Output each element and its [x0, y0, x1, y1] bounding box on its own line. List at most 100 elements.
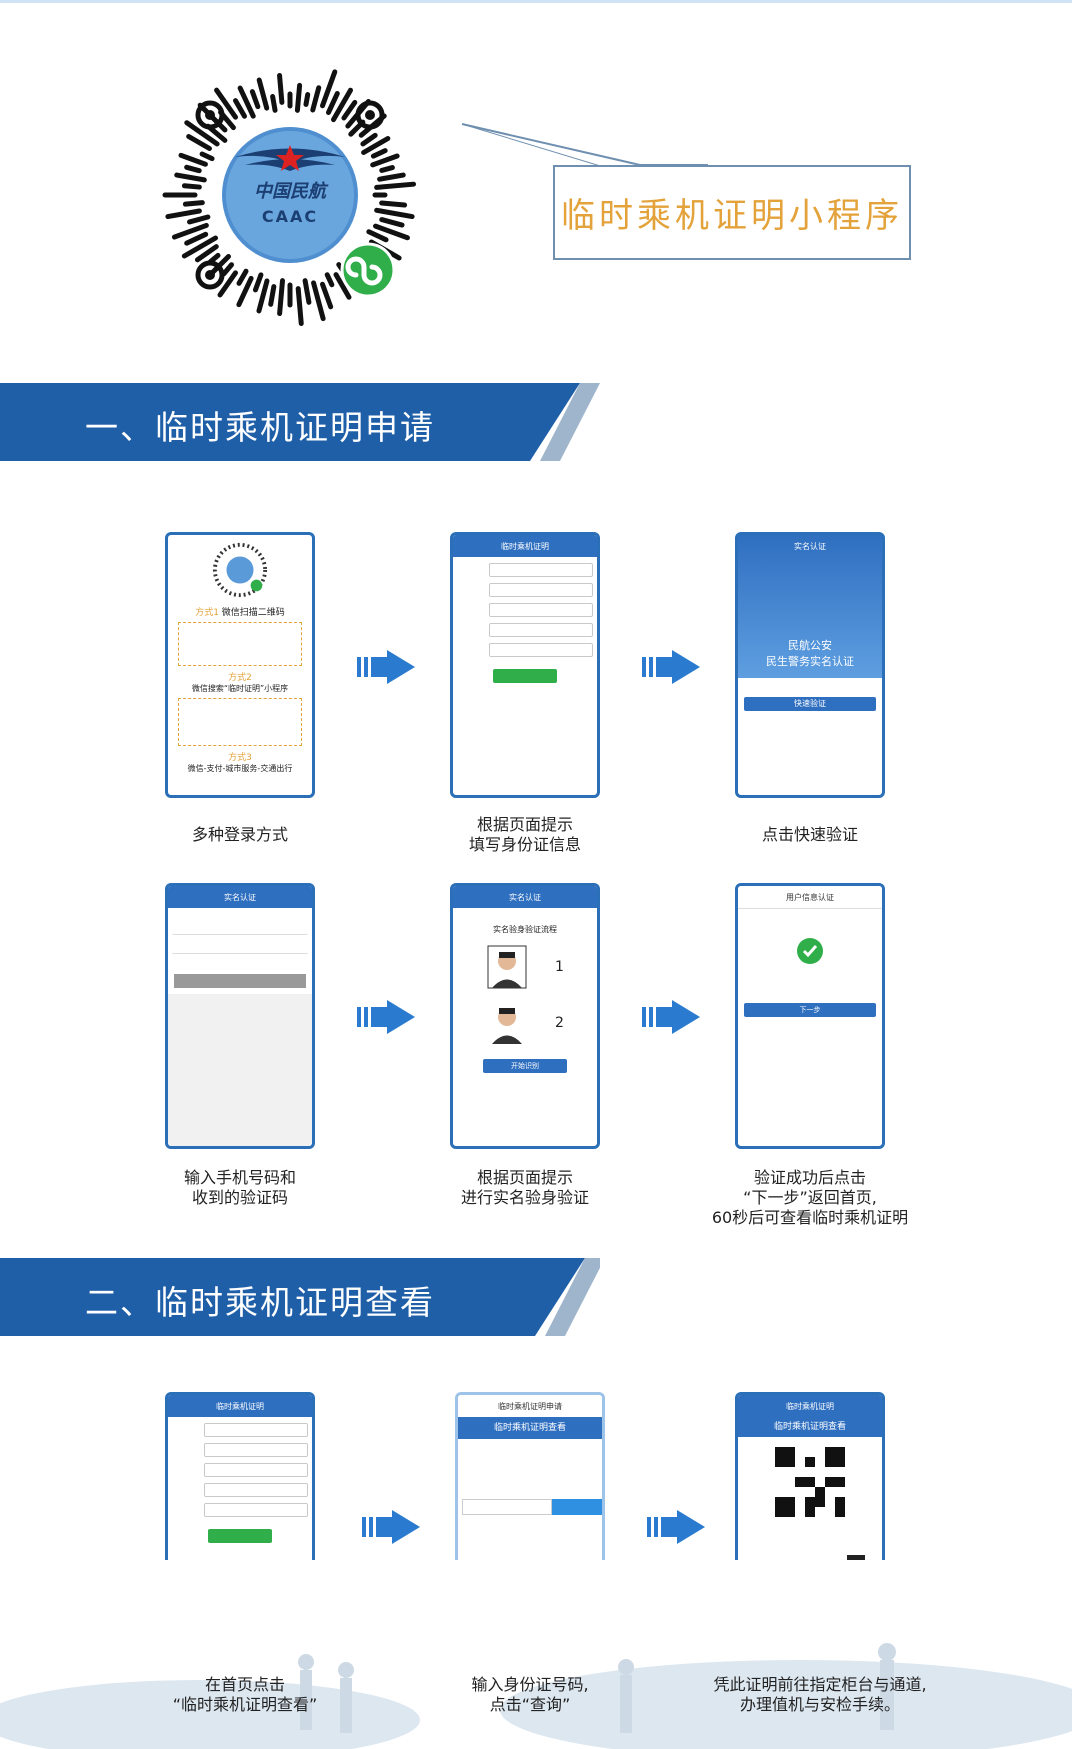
- caption-quick-verify: 点击快速验证: [761, 825, 858, 844]
- qr-ray: [379, 165, 395, 173]
- arrow-right-icon: [642, 1000, 700, 1034]
- verify-step-2: 2: [555, 1015, 564, 1031]
- police-line2: 民生警务实名认证: [766, 655, 854, 668]
- phone-verify-success: 用户信息认证 下一步: [735, 883, 885, 1149]
- caption-line: 办理值机与安检手续。: [739, 1695, 900, 1714]
- method2-preview: [178, 698, 302, 746]
- qr-ray: [199, 151, 215, 162]
- caption-home-view: 在首页点击 “临时乘机证明查看”: [115, 1675, 375, 1715]
- qr-ray: [277, 72, 285, 105]
- quick-verify-button-mock: 快速验证: [744, 697, 876, 711]
- qr-ray: [294, 82, 303, 113]
- qr-ray: [374, 207, 415, 220]
- qr-ray: [366, 229, 389, 243]
- caption-line: 验证成功后点击: [753, 1168, 866, 1187]
- method2-label: 方式2: [228, 673, 252, 683]
- qr-ray: [377, 172, 406, 182]
- phone-login-methods: 方式1 微信扫描二维码 方式2 微信搜索“临时证明”小程序 方式3 微信-支付-…: [165, 532, 315, 798]
- phone-title-bar: 实名认证: [168, 886, 312, 908]
- caption-line: 点击“查询”: [489, 1695, 571, 1714]
- qr-ray: [233, 98, 247, 119]
- phone-title-bar: 临时乘机证明: [738, 1395, 882, 1417]
- qr-ray: [184, 120, 220, 147]
- qr-ray: [214, 87, 239, 120]
- qr-ray: [182, 200, 205, 207]
- qr-ray: [256, 278, 270, 314]
- qr-ray: [270, 94, 278, 113]
- qr-ray: [217, 270, 239, 298]
- caption-line: 收到的验证码: [191, 1188, 288, 1207]
- qr-ray: [303, 92, 311, 107]
- caption-line: 根据页面提示: [476, 1168, 573, 1187]
- caption-line: “临时乘机证明查看”: [172, 1695, 318, 1714]
- phone-title-bar: 实名认证: [794, 541, 826, 551]
- caption-line: 凭此证明前往指定柜台与通道,: [713, 1675, 927, 1694]
- qr-logo-cn: 中国民航: [254, 181, 329, 202]
- caption-line: 填写身份证信息: [468, 835, 581, 854]
- qr-ray: [256, 77, 270, 111]
- qr-ray: [249, 89, 261, 110]
- next-step-button-mock: 下一步: [744, 1003, 876, 1017]
- section-banner-view: 二、临时乘机证明查看: [0, 1258, 600, 1336]
- method1-preview: [178, 622, 302, 666]
- qr-ray: [194, 244, 219, 263]
- arrow-right-icon: [642, 650, 700, 684]
- qr-ray: [325, 90, 340, 116]
- certificate-header: 临时乘机证明查看: [738, 1417, 882, 1437]
- qr-ray: [361, 136, 391, 155]
- qr-ray: [237, 85, 256, 119]
- caption-phone-code: 输入手机号码和 收到的验证码: [110, 1168, 370, 1208]
- caption-face-verify: 根据页面提示 进行实名验身验证: [395, 1168, 655, 1208]
- qr-ray: [302, 278, 312, 305]
- small-qr-icon: [212, 542, 268, 598]
- caption-verify-success: 验证成功后点击 “下一步”返回首页, 60秒后可查看临时乘机证明: [670, 1168, 950, 1228]
- caption-line: 输入身份证号码,: [471, 1675, 589, 1694]
- mini-program-title-box: 临时乘机证明小程序: [553, 165, 911, 260]
- verify-step-1: 1: [555, 959, 564, 975]
- mini-program-qr-code[interactable]: 中国民航 CAAC: [140, 45, 440, 345]
- caption-line: “下一步”返回首页,: [743, 1188, 877, 1207]
- qr-ray: [165, 208, 202, 220]
- qr-ray: [331, 87, 353, 123]
- qr-code-graphic: 中国民航 CAAC: [162, 69, 417, 327]
- caption-enter-id: 输入身份证号码, 点击“查询”: [400, 1675, 660, 1715]
- qr-ray: [174, 172, 207, 183]
- qr-ray: [277, 278, 286, 317]
- section-title-apply: 一、临时乘机证明申请: [85, 408, 435, 447]
- qr-ray: [319, 281, 334, 310]
- qr-ray: [221, 262, 235, 277]
- qr-ray: [310, 85, 322, 113]
- qr-ray: [374, 181, 417, 190]
- next-button-mock: [208, 1529, 272, 1543]
- method1-label: 方式1: [195, 608, 219, 618]
- qr-ray: [319, 69, 338, 109]
- phone-title-bar: 用户信息认证: [738, 886, 882, 909]
- qr-ray: [379, 200, 408, 208]
- caption-line: 60秒后可查看临时乘机证明: [711, 1208, 909, 1227]
- certificate-qr-icon: [775, 1447, 845, 1517]
- qr-ray: [252, 272, 264, 293]
- arrow-right-icon: [362, 1510, 420, 1544]
- arrow-right-icon: [647, 1510, 705, 1544]
- phone-face-verify: 实名认证 实名验身验证流程 1 2 开始识别: [450, 883, 600, 1149]
- next-button-mock: [493, 669, 557, 683]
- arrow-right-icon: [357, 650, 415, 684]
- top-divider: [0, 0, 1072, 3]
- airport-background-illustration: [0, 1560, 1072, 1749]
- query-button-mock: [552, 1499, 602, 1515]
- method3-label: 方式3: [228, 753, 252, 763]
- qr-logo-en: CAAC: [262, 207, 318, 226]
- qr-ray: [236, 268, 249, 286]
- caption-certificate: 凭此证明前往指定柜台与通道, 办理值机与安检手续。: [680, 1675, 960, 1715]
- qr-ray: [178, 152, 208, 167]
- qr-ray: [181, 235, 219, 259]
- phone-title-bar: 实名认证: [453, 886, 597, 908]
- method1-text: 微信扫描二维码: [221, 608, 285, 618]
- caption-login-methods: 多种登录方式: [191, 825, 288, 844]
- qr-ray: [187, 214, 211, 225]
- phone-phone-code: 实名认证: [165, 883, 315, 1149]
- qr-ray: [370, 153, 400, 168]
- section-title-view: 二、临时乘机证明查看: [85, 1283, 435, 1322]
- disabled-button-mock: [174, 974, 306, 988]
- arrow-right-icon: [357, 1000, 415, 1034]
